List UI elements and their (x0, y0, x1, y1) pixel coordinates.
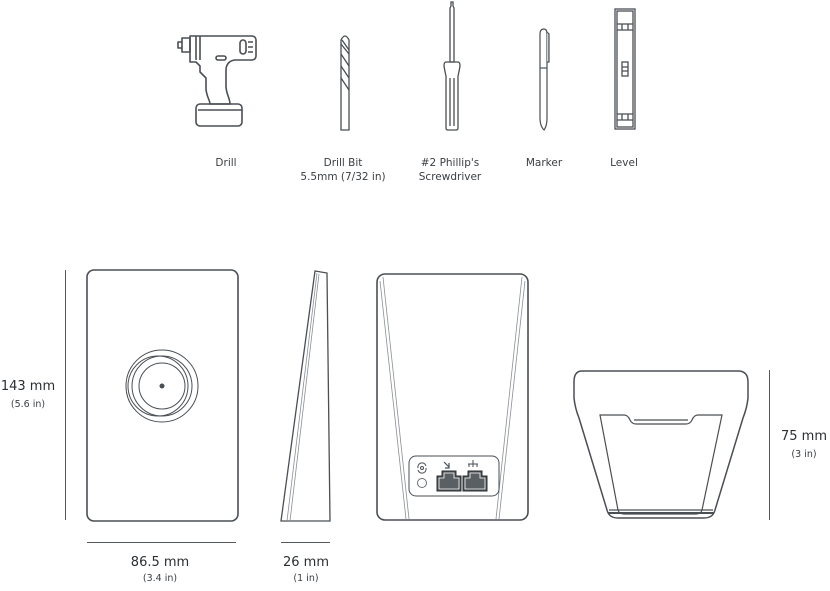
device-side-view (280, 270, 331, 522)
width-metric: 86.5 mm (130, 555, 190, 570)
depth-dimension-line (281, 542, 330, 543)
drill-bit-icon (340, 35, 350, 131)
reset-icon (417, 462, 427, 474)
stand-height-metric: 75 mm (780, 429, 827, 444)
height-metric: 143 mm (0, 379, 56, 394)
power-port (436, 470, 462, 492)
reset-button (417, 478, 427, 488)
width-imperial: (3.4 in) (142, 573, 178, 584)
level-icon (614, 8, 636, 130)
screwdriver-name: #2 Phillip's (420, 157, 480, 169)
tool-label-level: Level (610, 157, 638, 169)
drill-bit-size: 5.5mm (7/32 in) (300, 171, 386, 183)
screwdriver-icon (443, 1, 461, 131)
drill-bit-name: Drill Bit (323, 157, 363, 169)
marker-icon (539, 28, 550, 131)
depth-metric: 26 mm (282, 555, 329, 570)
stand-height-imperial: (3 in) (791, 449, 817, 460)
ethernet-label-icon (468, 460, 478, 467)
device-front-view (86, 269, 239, 522)
tool-label-screwdriver: #2 Phillip's Screwdriver (400, 156, 500, 184)
stand-view (573, 370, 749, 519)
ethernet-port (462, 470, 488, 492)
screwdriver-type: Screwdriver (418, 171, 482, 183)
depth-imperial: (1 in) (293, 573, 319, 584)
tool-label-drill: Drill (215, 157, 237, 169)
tool-label-marker: Marker (525, 157, 563, 169)
width-dimension-line (87, 542, 236, 543)
stand-height-dimension-line (769, 370, 770, 520)
height-imperial: (5.6 in) (10, 399, 46, 410)
power-port-label-icon (443, 461, 450, 469)
sensor-dot-icon (159, 383, 165, 389)
height-dimension-line (65, 270, 66, 520)
tool-label-drill-bit: Drill Bit 5.5mm (7/32 in) (290, 156, 396, 184)
drill-icon (177, 35, 257, 127)
